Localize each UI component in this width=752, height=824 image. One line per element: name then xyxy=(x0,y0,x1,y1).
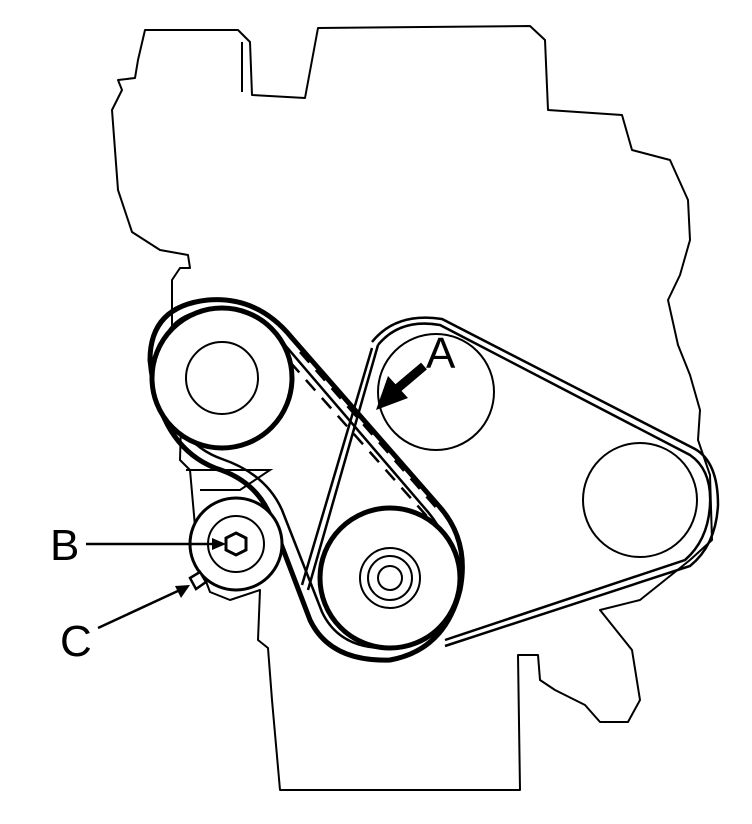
crank-pulley-ring-2 xyxy=(367,555,413,601)
crank-pulley-ring-3 xyxy=(377,565,403,591)
callout-a-leader xyxy=(395,362,427,392)
callout-b-arrowhead xyxy=(212,538,226,550)
top-left-pulley-hub xyxy=(185,341,259,415)
right-pulley xyxy=(582,442,698,558)
label-a: A xyxy=(426,329,456,378)
belt-groove-dashes xyxy=(289,351,441,523)
label-b: B xyxy=(50,521,79,570)
label-c: C xyxy=(60,617,92,666)
upper-right-pulley xyxy=(377,333,495,451)
belt-a xyxy=(300,316,720,648)
callout-c-arrowhead xyxy=(175,585,190,598)
engine-detail xyxy=(186,42,274,491)
crank-pulley xyxy=(317,505,463,651)
callout-c-leader xyxy=(97,588,181,630)
tensioner-bolt-hex xyxy=(224,531,248,557)
crank-pulley-ring-1 xyxy=(359,547,421,609)
callout-a-arrowhead xyxy=(376,376,408,410)
drive-belt xyxy=(147,297,465,663)
adjuster-bolt xyxy=(188,570,208,591)
